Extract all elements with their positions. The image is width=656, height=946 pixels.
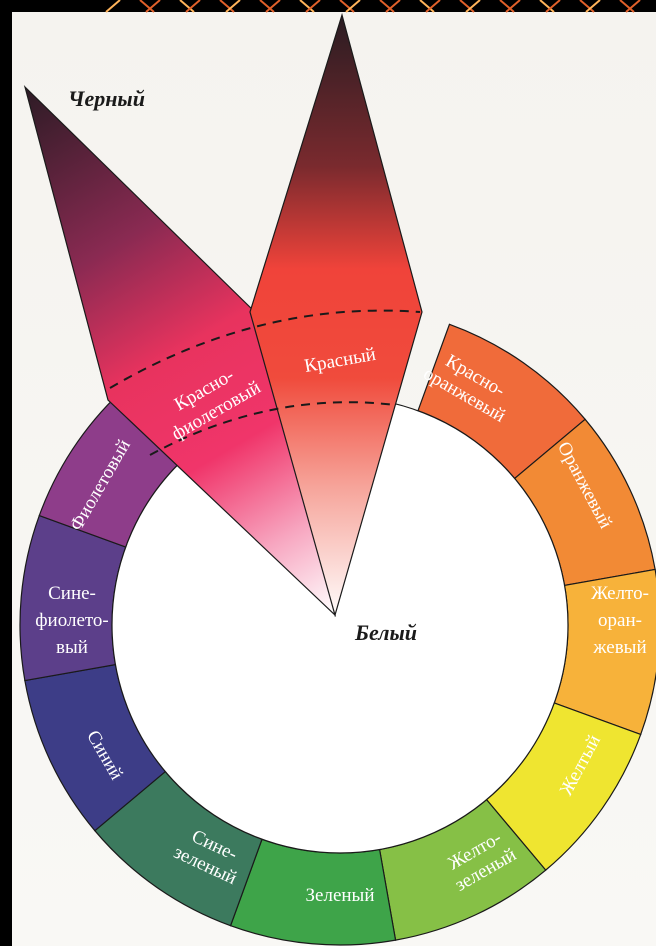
white-label: Белый	[354, 620, 417, 645]
label-green: Зеленый	[306, 885, 375, 906]
black-label: Черный	[68, 86, 145, 111]
label-yellow-orange: Желто-оран-жевый	[591, 583, 649, 658]
